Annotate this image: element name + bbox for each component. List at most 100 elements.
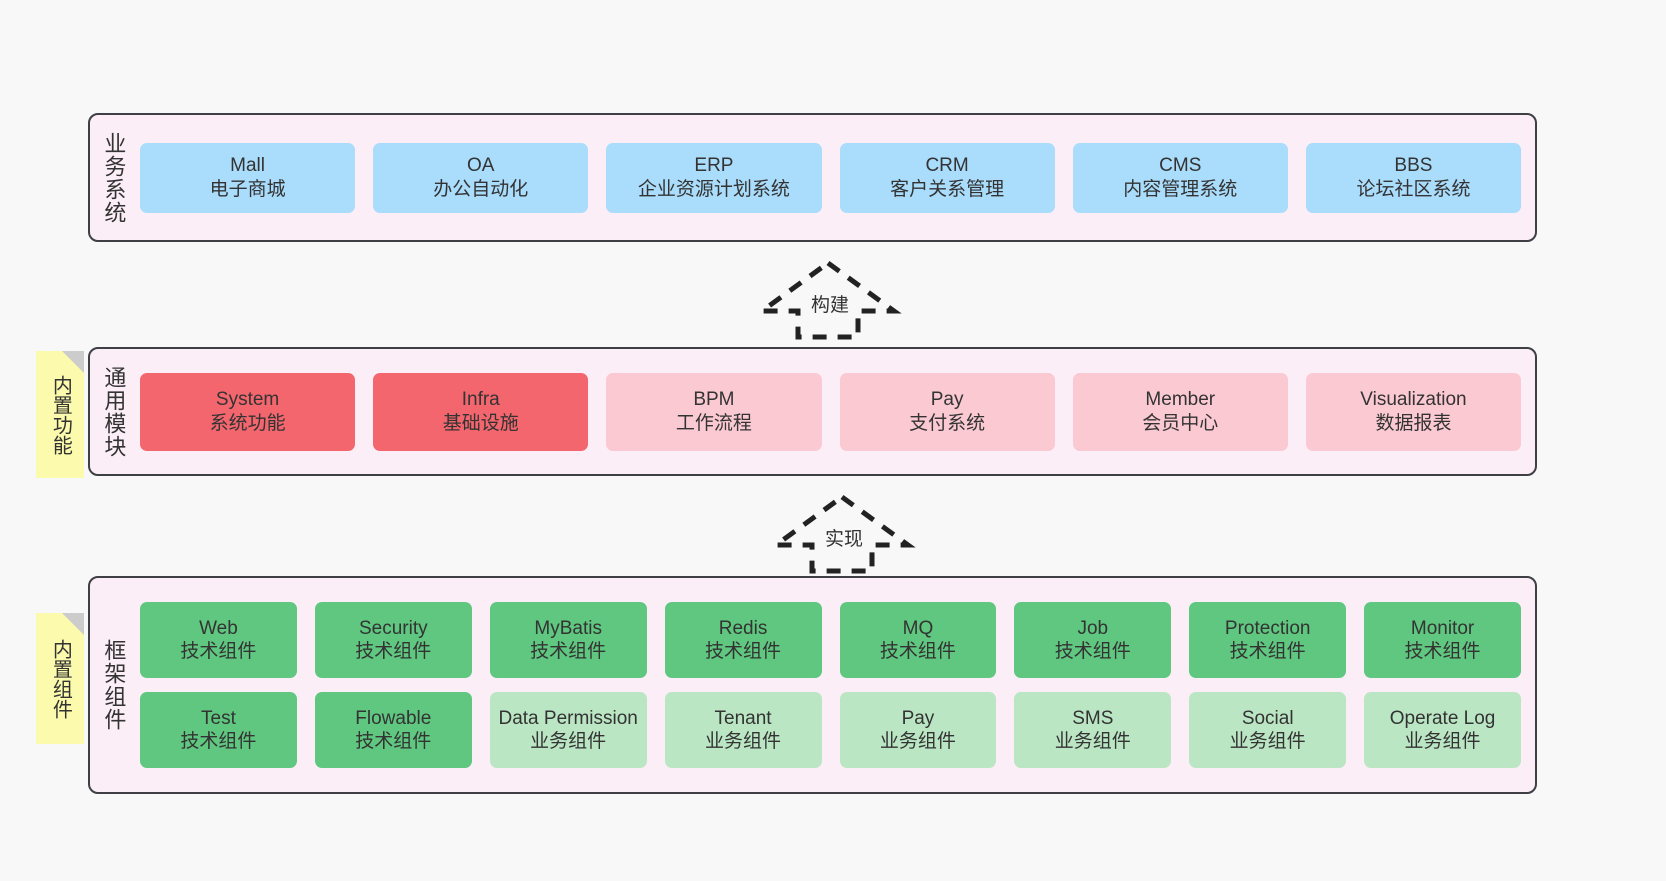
card-subtitle: 技术组件 [1054, 641, 1131, 662]
card-subtitle: 论坛社区系统 [1356, 178, 1471, 200]
framework-card-protection[interactable]: Protection 技术组件 [1189, 602, 1347, 678]
business-row: Mall 电子商城 OA 办公自动化 ERP 企业资源计划系统 CRM 客户关系… [140, 142, 1522, 213]
layer-general-modules: 通用模块 System 系统功能 Infra 基础设施 BPM 工作流程 Pay… [88, 347, 1537, 476]
module-card-system[interactable]: System 系统功能 [140, 372, 356, 451]
framework-card-operate-log[interactable]: Operate Log 业务组件 [1364, 692, 1521, 768]
card-subtitle: 技术组件 [355, 641, 432, 662]
card-subtitle: 电子商城 [209, 178, 286, 200]
layer-modules-title: 通用模块 [101, 365, 127, 458]
card-subtitle: 客户关系管理 [890, 178, 1005, 200]
card-title: BPM [693, 389, 735, 411]
business-card-oa[interactable]: OA 办公自动化 [373, 142, 589, 213]
card-title: Web [199, 617, 238, 639]
layer-framework-body: Web 技术组件 Security 技术组件 MyBatis 技术组件 Redi… [136, 578, 1535, 792]
framework-card-pay[interactable]: Pay 业务组件 [839, 692, 997, 768]
block-arrow-implement-icon: 实现 [768, 493, 916, 575]
layer-business-systems: 业务系统 Mall 电子商城 OA 办公自动化 ERP 企业资源计划系统 CRM… [88, 113, 1537, 242]
card-subtitle: 技术组件 [879, 641, 956, 662]
framework-card-mq[interactable]: MQ 技术组件 [839, 602, 997, 678]
card-title: CRM [925, 155, 969, 177]
card-title: Social [1241, 707, 1294, 729]
business-card-cms[interactable]: CMS 内容管理系统 [1072, 142, 1288, 213]
framework-card-flowable[interactable]: Flowable 技术组件 [314, 692, 472, 768]
layer-framework-title: 框架组件 [101, 639, 127, 731]
card-title: Monitor [1410, 617, 1475, 639]
arrow-build-label: 构建 [810, 295, 849, 316]
block-arrow-build-icon: 构建 [754, 259, 902, 341]
card-title: Operate Log [1389, 707, 1496, 729]
card-subtitle: 技术组件 [705, 641, 782, 662]
module-card-pay[interactable]: Pay 支付系统 [839, 372, 1055, 451]
card-title: Protection [1224, 617, 1311, 639]
module-card-member[interactable]: Member 会员中心 [1072, 372, 1288, 451]
framework-card-tenant[interactable]: Tenant 业务组件 [664, 692, 822, 768]
card-subtitle: 业务组件 [705, 731, 782, 752]
card-title: Data Permission [498, 707, 638, 729]
card-subtitle: 业务组件 [879, 731, 956, 752]
card-subtitle: 技术组件 [355, 731, 432, 752]
layer-business-body: Mall 电子商城 OA 办公自动化 ERP 企业资源计划系统 CRM 客户关系… [136, 115, 1535, 240]
framework-card-data-permission[interactable]: Data Permission 业务组件 [489, 692, 647, 768]
business-card-erp[interactable]: ERP 企业资源计划系统 [606, 142, 822, 213]
layer-framework-components: 框架组件 Web 技术组件 Security 技术组件 MyBatis 技术组件… [88, 576, 1537, 794]
card-title: Infra [461, 389, 500, 411]
card-title: SMS [1072, 707, 1114, 729]
card-subtitle: 技术组件 [530, 641, 607, 662]
card-subtitle: 业务组件 [1404, 731, 1481, 752]
card-title: Pay [930, 389, 964, 411]
card-subtitle: 办公自动化 [433, 178, 529, 200]
card-subtitle: 业务组件 [530, 731, 607, 752]
framework-card-job[interactable]: Job 技术组件 [1014, 602, 1172, 678]
card-subtitle: 企业资源计划系统 [637, 178, 790, 200]
framework-card-mybatis[interactable]: MyBatis 技术组件 [489, 602, 647, 678]
framework-card-security[interactable]: Security 技术组件 [314, 602, 472, 678]
card-title: Pay [901, 707, 935, 729]
card-title: ERP [694, 155, 734, 177]
framework-card-test[interactable]: Test 技术组件 [140, 692, 297, 768]
framework-card-redis[interactable]: Redis 技术组件 [664, 602, 822, 678]
card-subtitle: 基础设施 [442, 412, 519, 434]
card-subtitle: 支付系统 [909, 412, 986, 434]
framework-card-monitor[interactable]: Monitor 技术组件 [1364, 602, 1521, 678]
business-card-bbs[interactable]: BBS 论坛社区系统 [1305, 142, 1522, 213]
card-title: CMS [1159, 155, 1202, 177]
business-card-crm[interactable]: CRM 客户关系管理 [839, 142, 1055, 213]
card-subtitle: 内容管理系统 [1123, 178, 1238, 200]
card-title: Job [1077, 617, 1109, 639]
framework-card-web[interactable]: Web 技术组件 [140, 602, 297, 678]
card-title: Flowable [355, 707, 432, 729]
card-title: System [215, 389, 280, 411]
card-title: Visualization [1360, 389, 1467, 411]
card-title: Security [358, 617, 428, 639]
business-card-mall[interactable]: Mall 电子商城 [140, 142, 356, 213]
card-subtitle: 数据报表 [1375, 412, 1452, 434]
modules-row: System 系统功能 Infra 基础设施 BPM 工作流程 Pay 支付系统… [140, 372, 1522, 451]
card-subtitle: 技术组件 [1229, 641, 1306, 662]
card-subtitle: 业务组件 [1229, 731, 1306, 752]
card-subtitle: 技术组件 [180, 641, 257, 662]
card-subtitle: 工作流程 [675, 412, 752, 434]
card-title: Test [201, 707, 236, 729]
card-title: Member [1145, 389, 1216, 411]
card-title: Redis [718, 617, 768, 639]
card-title: BBS [1394, 155, 1433, 177]
card-title: Mall [230, 155, 265, 177]
layer-business-title: 业务系统 [101, 131, 127, 224]
card-subtitle: 技术组件 [180, 731, 257, 752]
arrow-implement-label: 实现 [824, 529, 863, 550]
card-subtitle: 系统功能 [209, 412, 286, 434]
card-title: Tenant [714, 707, 772, 729]
framework-card-social[interactable]: Social 业务组件 [1189, 692, 1347, 768]
card-title: MyBatis [534, 617, 602, 639]
card-subtitle: 会员中心 [1142, 412, 1219, 434]
module-card-infra[interactable]: Infra 基础设施 [373, 372, 589, 451]
framework-card-sms[interactable]: SMS 业务组件 [1014, 692, 1172, 768]
module-card-bpm[interactable]: BPM 工作流程 [606, 372, 822, 451]
card-title: OA [467, 155, 495, 177]
module-card-visualization[interactable]: Visualization 数据报表 [1305, 372, 1522, 451]
card-subtitle: 业务组件 [1054, 731, 1131, 752]
sticky-label: 内置功能 [49, 374, 72, 455]
card-subtitle: 技术组件 [1404, 641, 1481, 662]
framework-row-business: Test 技术组件 Flowable 技术组件 Data Permission … [140, 692, 1521, 768]
